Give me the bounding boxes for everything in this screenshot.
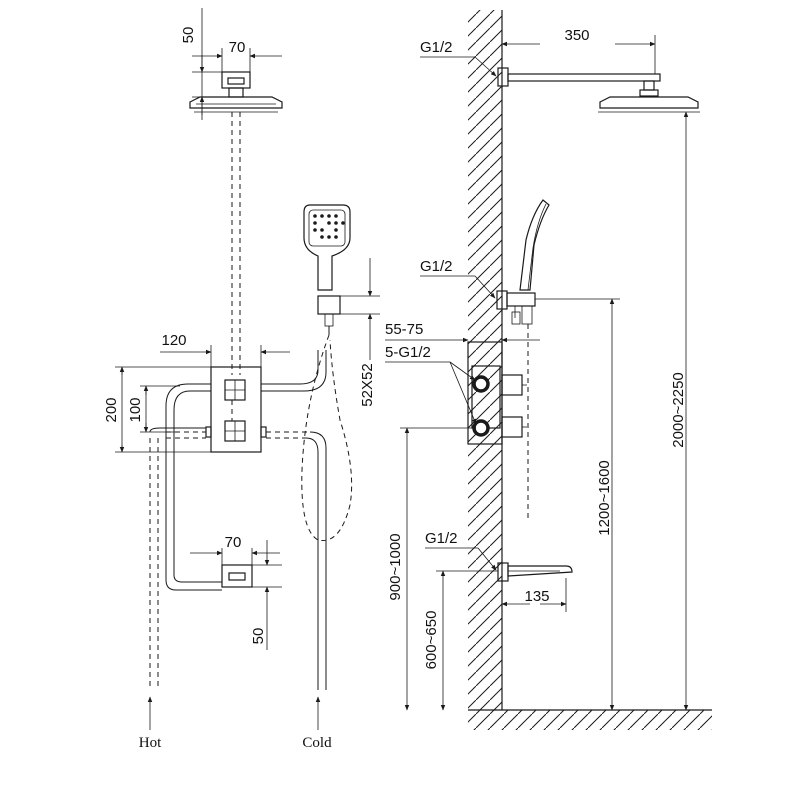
dim-bottom-width-label: 70 [225,534,242,551]
dim-valve-height: 900~1000 [387,427,476,711]
dim-spout-length: 135 [501,578,567,612]
hand-shower-holder-side [506,292,536,307]
dim-box-height: 200 100 [103,366,211,453]
dim-valve-depth: 55-75 [385,321,540,343]
dim-overhead-height-label: 2000~2250 [670,372,687,448]
spout-side [497,562,573,582]
front-view: 50 70 [103,8,380,751]
hand-shower-front [303,204,351,335]
valve-body-side [467,341,527,445]
wall-section [468,10,712,730]
spout-thread-label: G1/2 [425,530,458,547]
dim-valve-depth-label: 55-75 [385,321,423,338]
dim-spout-height-label: 600~650 [423,611,440,670]
dim-holder-size-label: 52X52 [359,363,376,406]
dim-bottom-height-label: 50 [250,628,267,645]
dim-spout-length-label: 135 [524,588,549,605]
callout-holder-thread: G1/2 [420,258,496,299]
lower-valve-side [501,416,523,438]
dim-arm-length: 350 [501,27,656,74]
dim-holder-height-label: 1200~1600 [596,460,613,536]
callout-valve-ports: 5-G1/2 [385,344,477,425]
dim-overhead-height: 2000~2250 [670,111,689,711]
dim-box-gap-label: 100 [127,397,144,422]
upper-valve-side [501,374,523,396]
cold-inlet: Cold [302,696,332,751]
bottom-outlet-front: 70 50 [190,534,282,650]
hose-front [301,334,353,542]
cold-label: Cold [302,735,332,751]
dim-spout-height: 600~650 [423,570,498,711]
callout-arm-thread: G1/2 [420,39,497,77]
dim-valve-height-label: 900~1000 [387,533,404,600]
dim-top-height: 50 [180,8,222,120]
dim-arm-length-label: 350 [564,27,589,44]
overhead-shower-side [497,67,700,113]
dim-box-height-label: 200 [103,397,120,422]
dim-holder-height: 1200~1600 [535,298,620,711]
cold-pipes [261,350,327,690]
arm-thread-label: G1/2 [420,39,453,56]
dim-top-width: 70 [192,39,282,72]
dim-top-height-label: 50 [180,27,197,44]
valve-ports-label: 5-G1/2 [385,344,431,361]
side-view: 350 G1/2 G1/2 [385,10,712,730]
dim-holder-size: 52X52 [340,258,380,407]
hand-shower-holder-front [317,295,341,315]
callout-spout-thread: G1/2 [425,530,497,571]
hot-inlet: Hot [139,696,162,751]
overhead-shower-front [189,71,283,113]
dim-box-width-label: 120 [161,332,186,349]
valve-box-front [205,366,267,453]
hand-shower-side [496,199,550,520]
dim-box-width: 120 [160,332,290,367]
hot-label: Hot [139,735,162,751]
dim-top-width-label: 70 [229,39,246,56]
hot-pipes [149,383,222,690]
holder-thread-label: G1/2 [420,258,453,275]
